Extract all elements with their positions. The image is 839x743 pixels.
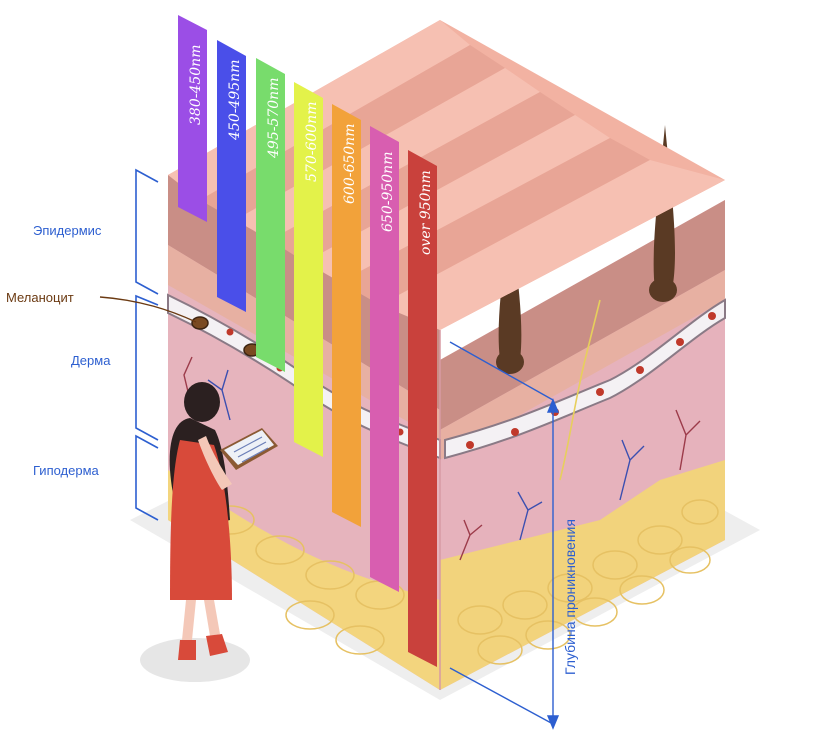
label-penetration-depth: Глубина проникновения — [562, 519, 578, 675]
band-450-495: 450-495nm — [217, 40, 246, 312]
band-label: 650-950nm — [380, 152, 396, 232]
band-label: over 950nm — [418, 170, 434, 255]
depth-indicator — [449, 341, 560, 730]
label-hypodermis: Гиподерма — [33, 463, 100, 478]
band-label: 450-495nm — [227, 60, 243, 141]
band-380-450: 380-450nm — [178, 15, 207, 222]
band-600-650: 600-650nm — [332, 104, 361, 527]
label-epidermis: Эпидермис — [33, 223, 102, 238]
label-melanocyte: Меланоцит — [6, 290, 74, 305]
vessel-band-right — [444, 298, 726, 460]
band-495-570: 495-570nm — [256, 58, 285, 372]
band-650-950: 650-950nm — [370, 126, 399, 592]
band-label: 600-650nm — [342, 124, 358, 204]
band-label: 495-570nm — [266, 78, 282, 159]
band-over-950: over 950nm — [408, 150, 437, 667]
woman-figure — [169, 382, 278, 660]
block-right-face — [440, 125, 726, 690]
melanocyte-pointer — [99, 296, 197, 323]
wavelength-bands: 380-450nm 450-495nm 495-570nm 570-600nm … — [178, 15, 437, 667]
band-label: 380-450nm — [188, 45, 204, 125]
label-dermis: Дерма — [71, 353, 111, 368]
band-570-600: 570-600nm — [294, 82, 323, 457]
layer-brackets — [135, 168, 159, 521]
band-label: 570-600nm — [304, 102, 320, 182]
